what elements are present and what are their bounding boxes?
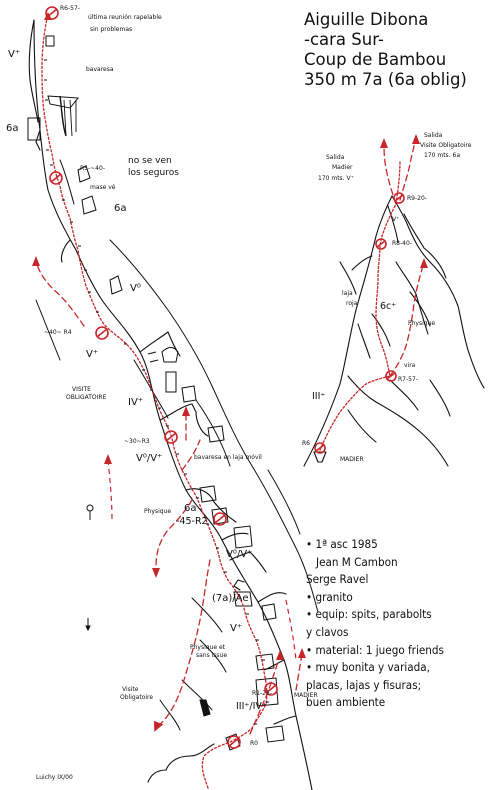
label-no-se-ven-2: los seguros — [128, 168, 179, 178]
label-bavaresa-top: bavaresa — [86, 66, 114, 73]
belay-r2-icon — [213, 512, 227, 526]
inset-label-salida-madier-3: 170 mts. V⁺ — [318, 175, 354, 182]
label-grade-7a-ae: (7a)/Ae — [212, 593, 249, 604]
title-line-1: Aiguille Dibona — [304, 10, 429, 29]
inset-label-r9: R9-20- — [407, 195, 427, 202]
title-block: Aiguille Dibona -cara Sur- Coup de Bambo… — [304, 10, 494, 90]
label-grade-v-top: V⁺ — [8, 49, 21, 60]
inset-label-r7: R7-57- — [398, 376, 418, 383]
label-visite-low-1: Visite — [122, 686, 139, 693]
inset-label-r6: R6 — [302, 440, 310, 447]
info-description-2: placas, lajas y fisuras; — [306, 677, 422, 692]
info-rock: • granito — [306, 589, 353, 604]
inset-label-r8: R8-40- — [392, 240, 412, 247]
route-physique-left — [155, 499, 193, 567]
label-grade-6a-left: 6a — [6, 123, 19, 134]
inset-label-laja-2: roja — [346, 300, 358, 307]
label-r4: ~40~ R4 — [44, 329, 72, 336]
inset-belay-r6-icon — [314, 442, 326, 454]
inset-label-laja-1: laja — [342, 290, 353, 297]
inset-label-grade-iii-plus: III⁺ — [312, 391, 326, 402]
label-visite-low-2: Obligatoire — [120, 694, 154, 701]
route-right-variant — [181, 439, 201, 471]
inset-route — [319, 137, 425, 451]
rock-features — [27, 35, 285, 751]
inset-label-vira: vira — [404, 362, 416, 369]
title-line-3: Coup de Bambou — [304, 50, 447, 69]
route-visite-low — [157, 559, 211, 727]
label-visite-2: OBLIGATOIRE — [66, 394, 107, 401]
belay-r1-icon — [264, 682, 278, 696]
label-grade-6a-r2: 6a — [184, 503, 197, 514]
info-description-1: • muy bonita y variada, — [306, 660, 430, 675]
belay-stations — [45, 6, 278, 749]
label-r5: R5-~40- — [80, 165, 105, 172]
route-arrows — [32, 12, 306, 732]
label-r0: R0 — [250, 740, 258, 747]
belay-r4-icon — [95, 326, 109, 340]
belay-r5-icon — [49, 171, 63, 185]
label-no-se-ven-1: no se ven — [128, 156, 172, 166]
label-physique-et-2: sans issue — [196, 652, 228, 659]
route-line-main — [41, 13, 268, 789]
label-r6: R6-57- — [60, 5, 80, 12]
label-r2: -45-R2 — [176, 516, 208, 527]
label-grade-v-plus-left: V⁺ — [86, 349, 99, 360]
route-visite-left — [35, 261, 85, 327]
belay-r3-icon — [164, 430, 178, 444]
info-climber-1: Jean M Cambon — [316, 554, 398, 569]
inset-belay-r7-icon — [385, 370, 397, 382]
inset-label-grade-v: V⁺ — [392, 216, 400, 223]
info-first-ascent: • 1ª asc 1985 — [306, 537, 378, 551]
label-grade-v-mid: V⁰ — [130, 283, 141, 294]
title-line-4: 350 m 7a (6a oblig) — [304, 70, 467, 89]
inset-label-salida-madier-2: Madier — [332, 164, 353, 171]
label-grade-iii-iv: III⁺/IV⁺ — [236, 701, 267, 712]
inset-belay-r8-icon — [375, 238, 387, 250]
ridge-lines — [35, 159, 319, 731]
label-mase: mase vé — [90, 184, 116, 191]
label-r6-note-2: sin problemas — [90, 26, 133, 33]
label-physique-left: Physique — [144, 508, 172, 515]
label-grade-iv-plus: IV⁺ — [128, 397, 144, 408]
label-madier-low: MADIER — [294, 692, 318, 699]
wall-outline — [28, 19, 313, 790]
route-extra-dashes — [107, 459, 297, 661]
label-grade-v-plus-low: V⁺ — [230, 623, 243, 634]
info-block: • 1ª asc 1985 Jean M Cambon Serge Ravel … — [306, 536, 494, 712]
info-equipment: • equip: spits, parabolts — [306, 607, 432, 622]
label-r1: R1-25- — [252, 690, 272, 697]
label-physique-et-1: Physique et — [190, 644, 226, 651]
label-grade-v-vplus: V⁰/V⁺ — [136, 453, 163, 464]
inset-label-madier: MADIER — [340, 456, 364, 463]
label-grade-6a-mid: 6a — [114, 203, 127, 214]
label-signature: Luichy IX/00 — [36, 774, 73, 781]
belay-r6-icon — [45, 6, 59, 20]
inset-outline — [303, 195, 485, 467]
label-grade-v-vplus-2: V⁰/V⁺ — [226, 549, 253, 560]
info-material: • material: 1 juego friends — [306, 642, 444, 657]
belay-r0-icon — [227, 735, 241, 749]
inset-label-salida-madier-1: Salida — [326, 154, 345, 161]
label-r3: ~30~R3 — [124, 438, 150, 445]
label-visite-1: VISITE — [72, 386, 91, 393]
inset-belays — [314, 192, 405, 454]
inset-label-salida-visite-1: Salida — [424, 132, 443, 139]
title-line-2: -cara Sur- — [304, 30, 384, 49]
label-r6-note-1: última reunión rapelable — [88, 14, 162, 21]
info-description-3: buen ambiente — [306, 695, 386, 710]
inset-belay-r9-icon — [393, 192, 405, 204]
inset-label-salida-visite-2: Visite Obligatoire — [420, 142, 472, 149]
inset-label-physique: Physique — [408, 320, 436, 327]
label-bavaresa-laja: bavaresa en laja móvil — [194, 454, 262, 461]
inset-label-grade-6c-plus: 6c⁺ — [380, 301, 397, 312]
inset-label-salida-visite-3: 170 mts. 6a — [424, 152, 460, 159]
info-climber-2: Serge Ravel — [306, 572, 369, 587]
bolt-marks — [44, 59, 269, 725]
inset-arrows — [380, 134, 428, 268]
info-equipment-2: y clavos — [306, 624, 349, 639]
scree-symbols — [85, 504, 94, 632]
main-route — [35, 13, 303, 789]
